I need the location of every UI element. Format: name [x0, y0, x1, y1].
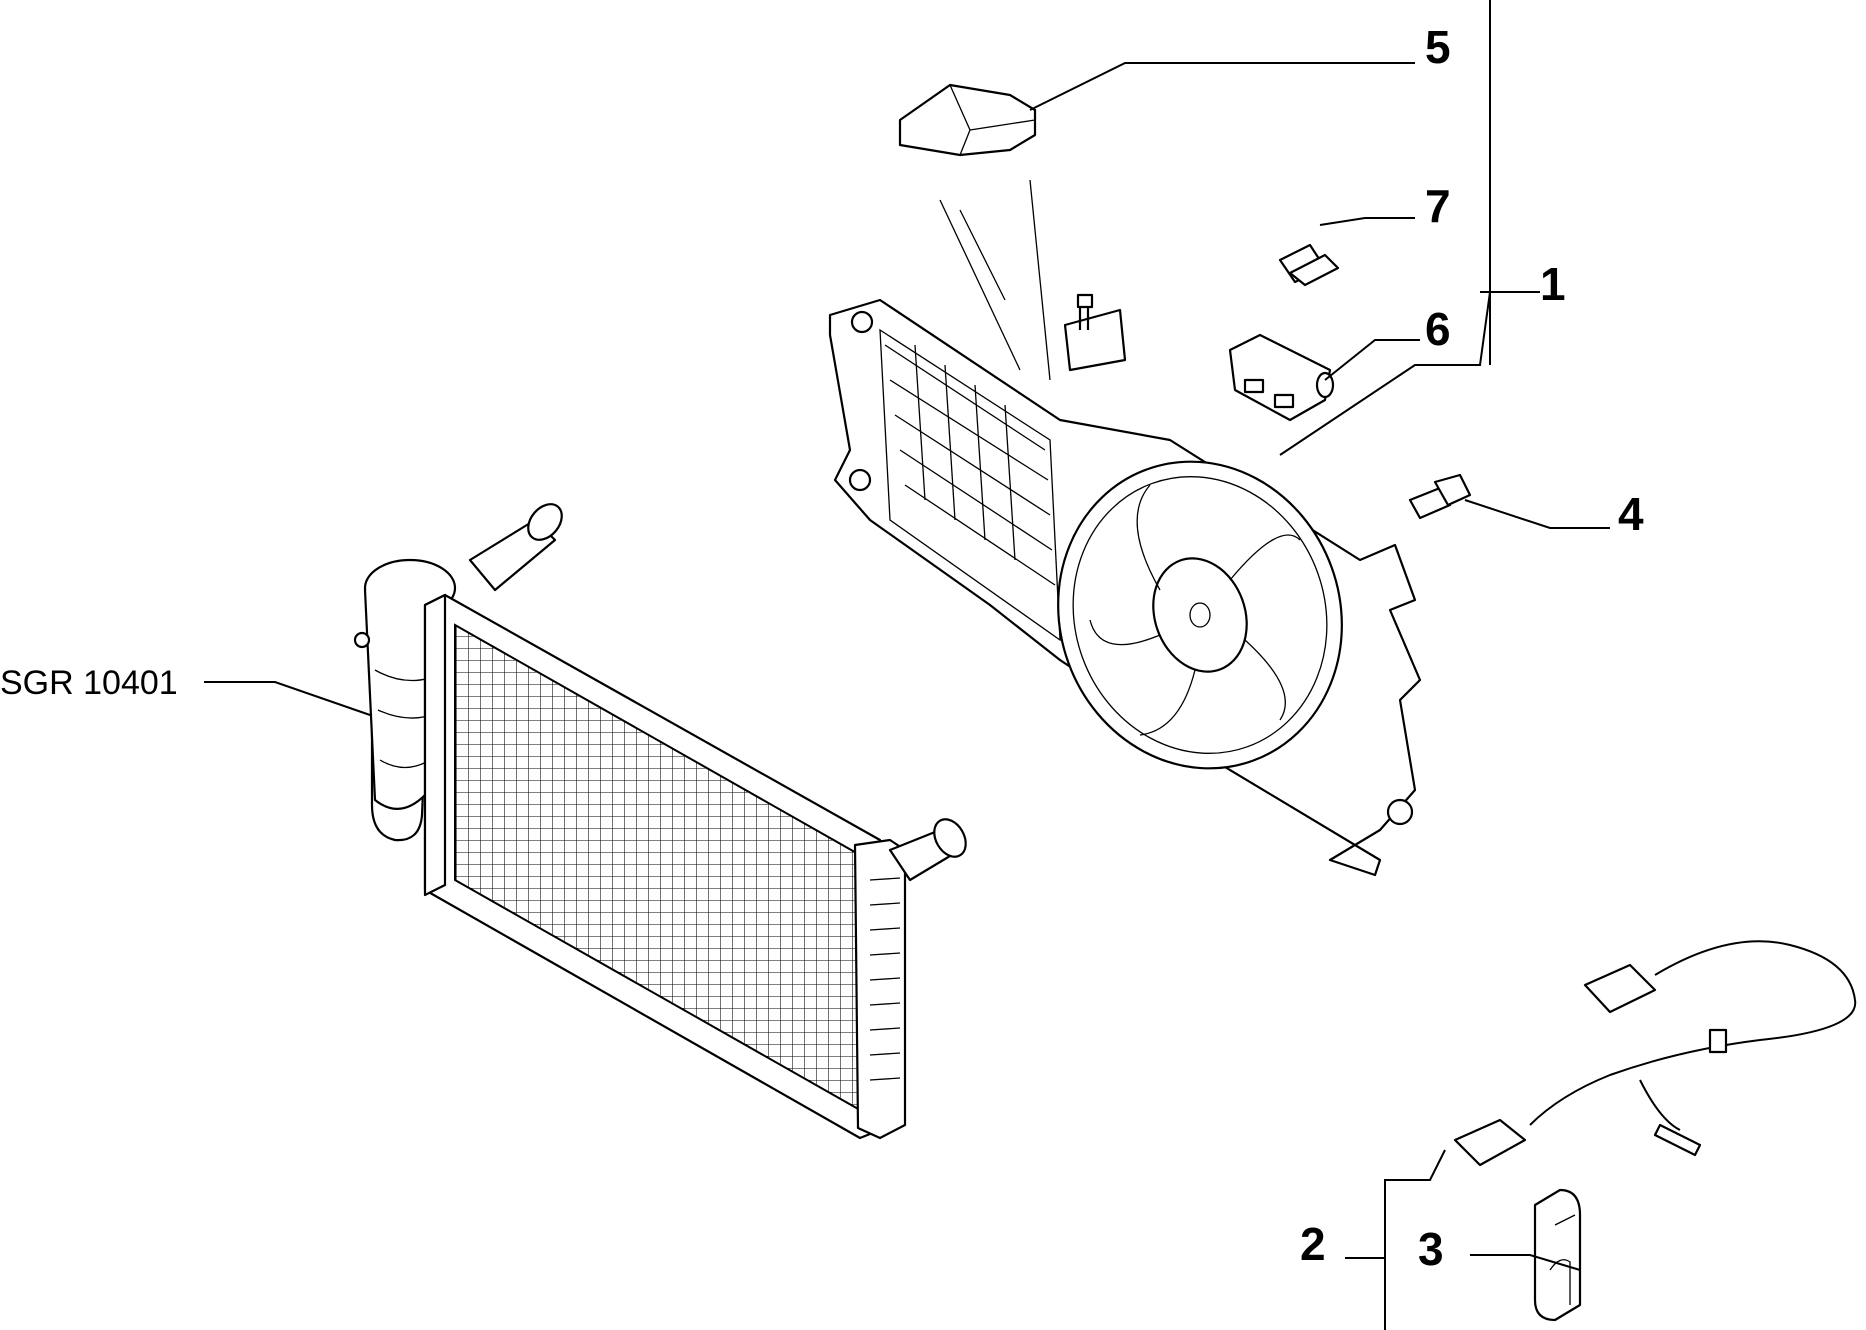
cooling-fan	[1057, 460, 1343, 770]
callout-5: 5	[1425, 21, 1451, 73]
callout-2: 2	[1300, 1218, 1326, 1270]
callout-1: 1	[1540, 258, 1566, 310]
reference-label: SGR 10401	[0, 664, 178, 702]
callout-3: 3	[1418, 1223, 1444, 1275]
callout-7: 7	[1425, 180, 1451, 232]
connector-cover-part-3	[1533, 1188, 1582, 1322]
screw-part-7	[1278, 243, 1340, 287]
wiring-harness-part-2	[1453, 940, 1857, 1167]
callout-6: 6	[1425, 303, 1451, 355]
radiator-assembly	[353, 503, 967, 1140]
callout-leaders	[204, 0, 1610, 1330]
fan-shroud-assembly	[828, 293, 1422, 877]
fan-resistor-part-6	[1228, 333, 1335, 422]
radiator-core	[423, 593, 967, 1140]
callout-4: 4	[1618, 488, 1644, 540]
screw-part-4	[1408, 473, 1472, 520]
resistor-connector-part-5	[898, 83, 1051, 381]
